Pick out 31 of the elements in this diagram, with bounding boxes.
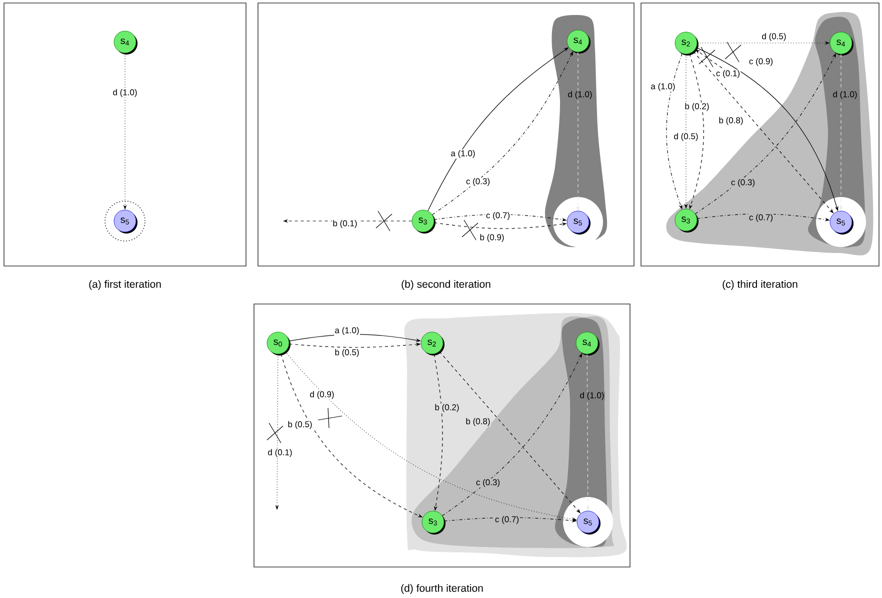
edge-label: c (0.9) xyxy=(749,58,773,66)
edge-label: a (1.0) xyxy=(335,327,359,335)
edge-label: b (0.9) xyxy=(480,234,504,242)
edge-label: c (0.7) xyxy=(749,214,773,222)
edge-label: d (0.9) xyxy=(310,391,334,399)
node-label: (c) third iteration xyxy=(722,280,798,290)
edge-label: b (0.8) xyxy=(719,117,743,125)
node-label: (a) first iteration xyxy=(89,280,161,290)
edge-label: b (0.1) xyxy=(333,220,357,228)
edge-label: d (0.5) xyxy=(674,133,698,141)
node-label: (b) second iteration xyxy=(402,280,490,290)
edge-label: d (1.0) xyxy=(833,91,857,99)
edge-label: c (0.7) xyxy=(495,516,519,524)
edge-label: b (0.5) xyxy=(335,349,359,357)
edge-label: b (0.2) xyxy=(685,103,709,111)
edge-label: c (0.3) xyxy=(466,178,490,186)
edge-label: d (0.5) xyxy=(762,33,786,41)
edge-label: d (1.0) xyxy=(113,89,137,97)
node-label: (d) fourth iteration xyxy=(401,584,483,594)
edge-label: a (1.0) xyxy=(451,150,475,158)
edge-label: a (1.0) xyxy=(651,83,675,91)
edge-label: d (1.0) xyxy=(568,91,592,99)
edge-label: c (0.1) xyxy=(716,70,740,78)
edge-label: d (0.1) xyxy=(268,449,292,457)
edge-label: b (0.8) xyxy=(466,418,490,426)
edge-label: c (0.7) xyxy=(486,212,510,220)
edge-label: d (1.0) xyxy=(580,392,604,400)
edge-label: b (0.5) xyxy=(288,421,312,429)
edge-label: b (0.2) xyxy=(435,404,459,412)
edge-label: c (0.3) xyxy=(476,479,500,487)
edge-label: c (0.3) xyxy=(731,179,755,187)
